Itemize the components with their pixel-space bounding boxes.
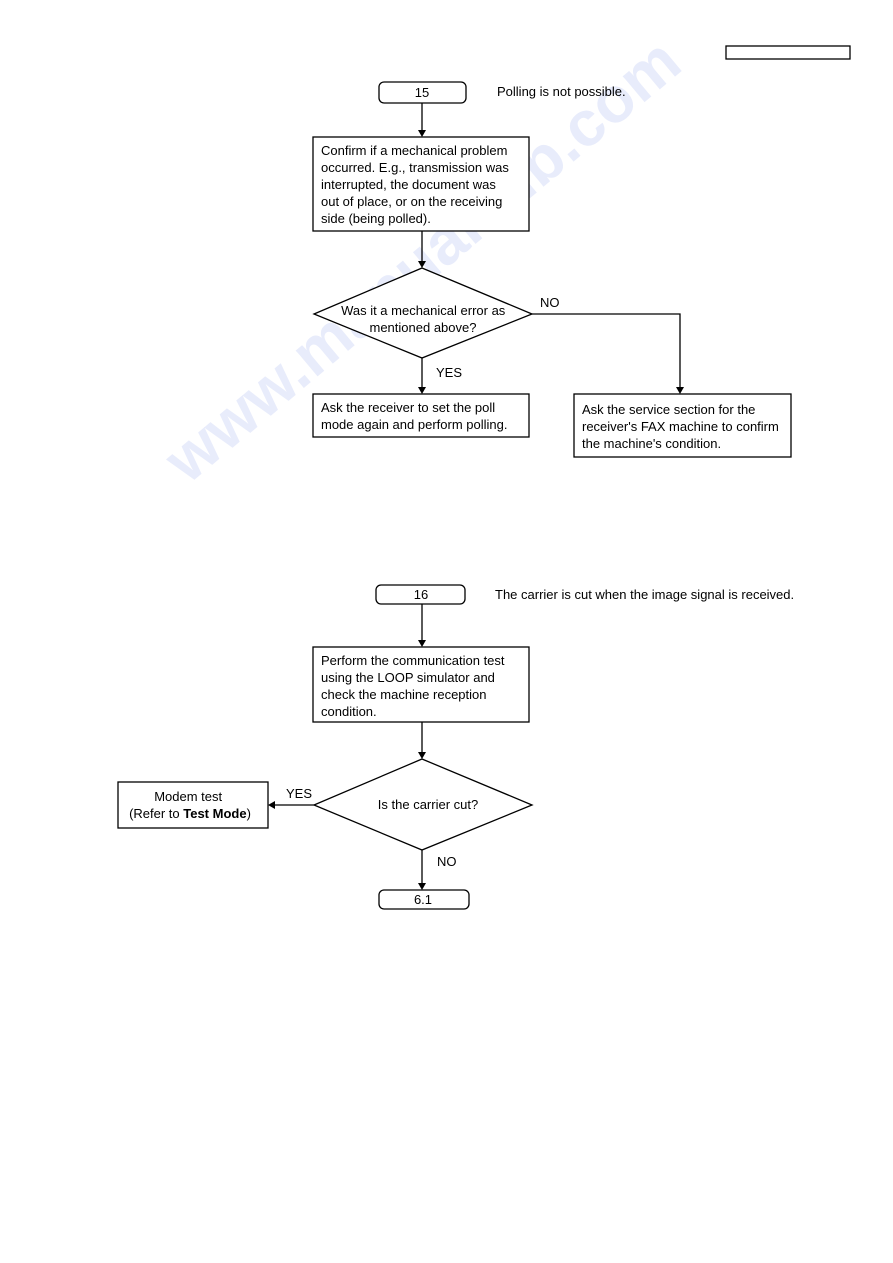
arrowhead bbox=[268, 801, 275, 809]
arrowhead bbox=[418, 130, 426, 137]
decision-carrier-cut-text: Is the carrier cut? bbox=[378, 797, 478, 812]
arrowhead bbox=[418, 387, 426, 394]
arrowhead bbox=[418, 261, 426, 268]
step-confirm-mechanical-text: Confirm if a mechanical problem occurred… bbox=[321, 143, 512, 226]
decision-mechanical-error-text: Was it a mechanical error as mentioned a… bbox=[341, 303, 509, 335]
connector-6-1 bbox=[378, 889, 470, 910]
arrowhead bbox=[418, 640, 426, 647]
header-id-box bbox=[725, 45, 851, 60]
label-no: NO bbox=[540, 295, 560, 310]
step-modem-test-text: Modem test (Refer to Test Mode) bbox=[129, 789, 251, 821]
arrowhead bbox=[418, 752, 426, 759]
step-ask-service-section-text: Ask the service section for the receiver… bbox=[582, 402, 782, 451]
arrowhead bbox=[418, 883, 426, 890]
flow-16: 16 The carrier is cut when the image sig… bbox=[117, 584, 794, 910]
step-ask-receiver-poll bbox=[312, 393, 530, 438]
step-ask-receiver-poll-text: Ask the receiver to set the poll mode ag… bbox=[321, 400, 507, 432]
flow-15: 15 Polling is not possible. Confirm if a… bbox=[312, 81, 792, 458]
label-no: NO bbox=[437, 854, 457, 869]
step-confirm-mechanical bbox=[312, 136, 530, 232]
flow-16-title: The carrier is cut when the image signal… bbox=[495, 587, 794, 602]
arrowhead bbox=[676, 387, 684, 394]
step-communication-test bbox=[312, 646, 530, 723]
connector-15-label: 15 bbox=[415, 85, 429, 100]
arrow-no-branch bbox=[532, 313, 681, 387]
connector-6-1-label: 6.1 bbox=[414, 892, 432, 907]
step-modem-test bbox=[117, 781, 269, 829]
label-yes: YES bbox=[286, 786, 312, 801]
connector-16-label: 16 bbox=[414, 587, 428, 602]
connector-16 bbox=[375, 584, 466, 605]
flow-15-title: Polling is not possible. bbox=[497, 84, 626, 99]
step-ask-service-section bbox=[573, 393, 792, 458]
label-yes: YES bbox=[436, 365, 462, 380]
step-communication-test-text: Perform the communication test using the… bbox=[321, 653, 508, 719]
